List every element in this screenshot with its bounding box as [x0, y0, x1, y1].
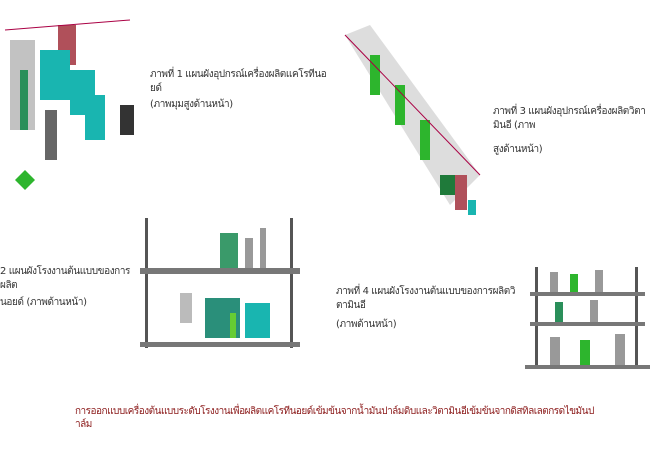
figure-4-caption-line2: (ภาพด้านหน้า) — [336, 319, 397, 330]
figure-3-vitamin-e-equipment-isometric — [344, 25, 481, 215]
figure-3-caption-line2: สูงด้านหน้า) — [493, 144, 543, 155]
figure-4-caption-line1: ภาพที่ 4 แผนผังโรงงานต้นแบบของการผลิตวิต… — [336, 286, 516, 311]
figure-1-caption-line1: ภาพที่ 1 แผนผังอุปกรณ์เครื่องผลิตแคโรทีน… — [150, 69, 327, 94]
page-title: การออกแบบเครื่องต้นแบบระดับโรงงานเพื่อผล… — [75, 406, 594, 430]
figure-3-caption-line1: ภาพที่ 3 แผนผังอุปกรณ์เครื่องผลิตวิตามิน… — [493, 106, 646, 131]
figure-1-caption-line2: (ภาพมุมสูงด้านหน้า) — [150, 99, 233, 110]
figure-4-vitamin-e-plant-front-view — [525, 267, 650, 369]
figure-2-caption-line1: 2 แผนผังโรงงานต้นแบบของการผลิต — [0, 266, 131, 291]
figure-1-carotenoid-equipment-isometric — [4, 19, 134, 190]
figure-2-carotenoid-plant-front-view — [140, 218, 300, 348]
figure-2-caption-line2: นอยด์ (ภาพด้านหน้า) — [0, 297, 87, 308]
